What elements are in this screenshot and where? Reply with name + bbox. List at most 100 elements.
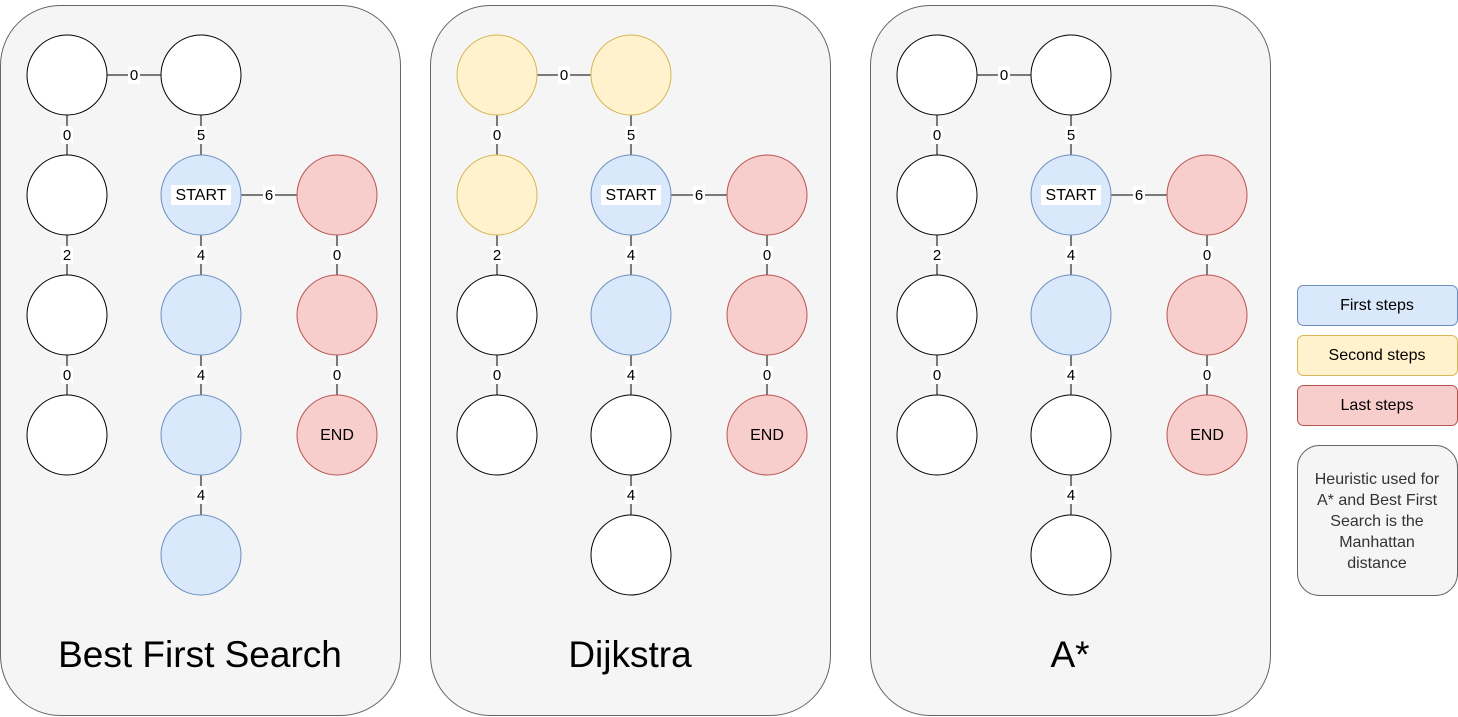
edge: 4 (625, 355, 637, 395)
node-b4 (1030, 514, 1112, 596)
edge-weight-label: 0 (763, 247, 771, 264)
edge-weight-label: 0 (933, 367, 941, 384)
edge: 4 (625, 235, 637, 275)
edge-label-background (761, 366, 773, 384)
node-circle (26, 394, 108, 476)
node-b2 (160, 274, 242, 356)
edge-weight-label: 2 (933, 247, 941, 264)
edge-label-background (61, 246, 73, 264)
edge: 6 (241, 186, 297, 204)
edge: 0 (1201, 355, 1213, 395)
node-a1 (456, 34, 538, 116)
edge: 5 (625, 115, 637, 155)
panel-title: A* (1050, 634, 1089, 675)
node-circle (726, 154, 808, 236)
legend-item-yellow: Second steps (1297, 335, 1458, 376)
note-line: A* and Best First (1317, 492, 1438, 509)
edge-label-background (931, 246, 943, 264)
edge-label-background (263, 186, 275, 204)
node-circle (160, 34, 242, 116)
edge: 0 (537, 66, 591, 84)
node-a2 (26, 154, 108, 236)
edge-label-background (625, 366, 637, 384)
node-circle (590, 274, 672, 356)
edge-weight-label: 0 (333, 247, 341, 264)
node-label-background (171, 185, 231, 205)
node-c2 (726, 274, 808, 356)
node-b0 (1030, 34, 1112, 116)
node-label: END (320, 427, 354, 444)
node-b4 (590, 514, 672, 596)
edge-weight-label: 2 (63, 247, 71, 264)
node-b2 (590, 274, 672, 356)
node-circle (726, 394, 808, 476)
panel-title: Dijkstra (568, 634, 692, 675)
edge-label-background (1065, 486, 1077, 504)
edge-weight-label: 4 (197, 487, 205, 504)
note-line: Search is the (1330, 513, 1423, 530)
edge-weight-label: 4 (197, 247, 205, 264)
edge-label-background (195, 486, 207, 504)
edge-label-background (931, 126, 943, 144)
edge-weight-label: 0 (763, 367, 771, 384)
node-a2 (456, 154, 538, 236)
node-circle (456, 394, 538, 476)
edge: 0 (331, 235, 343, 275)
node-circle (896, 394, 978, 476)
node-circle (1166, 394, 1248, 476)
edge-label-background (558, 66, 570, 84)
edge: 0 (491, 115, 503, 155)
edge: 4 (1065, 235, 1077, 275)
edge: 0 (761, 355, 773, 395)
edge-label-background (1065, 366, 1077, 384)
node-circle (456, 274, 538, 356)
node-a3 (26, 274, 108, 356)
edge: 0 (61, 355, 73, 395)
node-label: END (1190, 427, 1224, 444)
node-c3: END (726, 394, 808, 476)
edge: 0 (761, 235, 773, 275)
node-a2 (896, 154, 978, 236)
note-line: distance (1347, 555, 1407, 572)
edge-weight-label: 4 (1067, 487, 1075, 504)
node-label-background (1041, 185, 1101, 205)
edge-weight-label: 0 (493, 367, 501, 384)
edge: 0 (491, 355, 503, 395)
node-c3: END (1166, 394, 1248, 476)
node-circle (726, 274, 808, 356)
edge: 2 (61, 235, 73, 275)
node-a3 (456, 274, 538, 356)
panel-title: Best First Search (58, 634, 342, 675)
node-b2 (1030, 274, 1112, 356)
node-circle (1030, 34, 1112, 116)
edge: 0 (931, 355, 943, 395)
node-circle (26, 34, 108, 116)
node-label-background (601, 185, 661, 205)
edge: 2 (931, 235, 943, 275)
edge: 2 (491, 235, 503, 275)
edge-label-background (931, 366, 943, 384)
edge-weight-label: 0 (130, 67, 138, 84)
edge: 6 (1111, 186, 1167, 204)
edge: 0 (107, 66, 161, 84)
edge-label-background (625, 486, 637, 504)
node-circle (456, 154, 538, 236)
edge-weight-label: 0 (560, 67, 568, 84)
node-b0 (590, 34, 672, 116)
node-b3 (160, 394, 242, 476)
edge-label-background (491, 126, 503, 144)
node-circle (590, 34, 672, 116)
edge-weight-label: 4 (1067, 367, 1075, 384)
edge-label-background (195, 126, 207, 144)
edge-label-background (491, 366, 503, 384)
node-a4 (26, 394, 108, 476)
edge-label-background (1133, 186, 1145, 204)
note-line: Heuristic used for (1315, 471, 1440, 488)
edge-weight-label: 4 (627, 487, 635, 504)
node-circle (1030, 274, 1112, 356)
